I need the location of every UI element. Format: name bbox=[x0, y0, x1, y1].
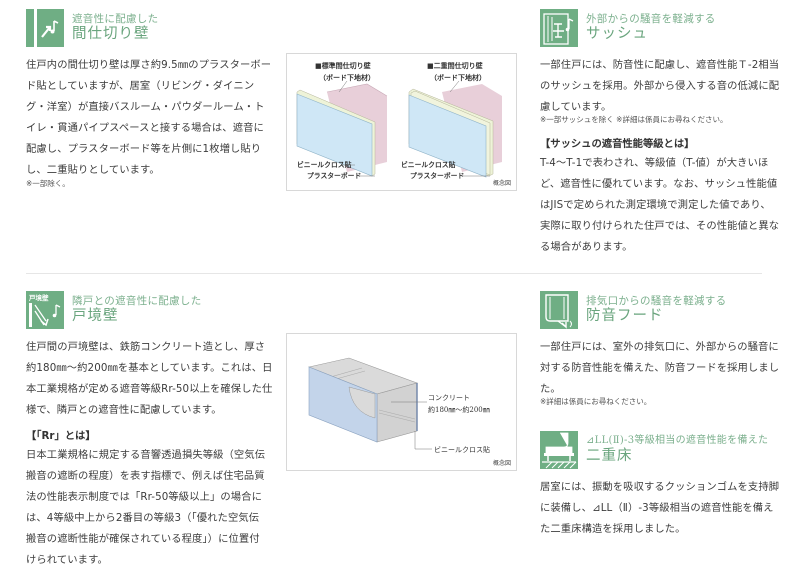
body-line: 搬音の遮断の程度）を表す指標で、例えば住宅品質 bbox=[26, 470, 265, 482]
body-line: イレ・貫通パイプスペースと接する場合は、遮音に bbox=[26, 122, 264, 134]
rr-heading: 【「Rr」とは】 bbox=[26, 430, 96, 442]
body-line: 搬音の遮断性能が確保されている程度」）に位置付 bbox=[26, 533, 260, 545]
section-subtitle: ⊿LL(Ⅱ)-3等級相当の遮音性能を備えた bbox=[586, 435, 769, 447]
section-title: 間仕切り壁 bbox=[72, 26, 150, 43]
section-subtitle: 遮音性に配慮した bbox=[72, 13, 159, 26]
section-header: 排気口からの騒音を軽減する 防音フード bbox=[540, 290, 790, 330]
vinyl-cloth-label: ビニールクロス貼 bbox=[434, 445, 490, 454]
body-line: 配慮し、プラスターボード等を片側に1枚増し貼り bbox=[26, 143, 262, 155]
body-line: のサッシュを採用。外部から侵入する音の低減に配 bbox=[540, 80, 780, 92]
boundary-wall-diagram: コンクリート 約180㎜～約200㎜ ビニールクロス貼 概念図 bbox=[286, 333, 517, 471]
body-line: た。 bbox=[540, 383, 561, 395]
body-line: た二重床構造を採用しました。 bbox=[540, 523, 686, 535]
body-line: 慮しています。 bbox=[540, 101, 612, 113]
section-subtitle: 外部からの騒音を軽減する bbox=[586, 13, 716, 26]
concept-label: 概念図 bbox=[493, 459, 511, 467]
exhaust-hood-icon bbox=[540, 291, 578, 329]
body-line: 法の性能表示制度では「Rr-50等級以上」の場合に bbox=[26, 491, 262, 503]
body-line: T-4～T-1で表わされ、等級値（T-値）が大きいほ bbox=[540, 157, 769, 169]
body-line: はJISで定められた測定環境で測定した値であり、 bbox=[540, 199, 771, 211]
right-label-1: ■二重間仕切り壁 bbox=[427, 61, 483, 70]
body-line: 一部住戸には、防音性に配慮し、遮音性能Ｔ-2相当 bbox=[540, 59, 780, 71]
body-line: 様で、隣戸との遮音性に配慮しています。 bbox=[26, 404, 222, 416]
section-note: ※一部サッシュを除く ※詳細は係員にお尋ねください。 bbox=[540, 115, 728, 124]
body-line: けられています。 bbox=[26, 554, 108, 566]
partition-wall-section: 遮音性に配慮した 間仕切り壁 住戸内の間仕切り壁は厚さ約9.5㎜のプラスターボー… bbox=[26, 8, 276, 189]
section-header: ⊿LL(Ⅱ)-3等級相当の遮音性能を備えた 二重床 bbox=[540, 430, 800, 470]
section-body: 住戸内の間仕切り壁は厚さ約9.5㎜のプラスターボー ド貼としていますが、居室（リ… bbox=[26, 55, 276, 181]
section-header: 外部からの騒音を軽減する サッシュ bbox=[540, 8, 790, 48]
body-line: 居室には、振動を吸収するクッションゴムを支持脚 bbox=[540, 481, 780, 493]
section-title: 戸境壁 bbox=[72, 308, 119, 325]
section-subtitle: 排気口からの騒音を軽減する bbox=[586, 295, 727, 308]
section-body: 住戸間の戸境壁は、鉄筋コンクリート造とし、厚さ 約180㎜～約200㎜を基本とし… bbox=[26, 337, 276, 421]
window-sound-icon bbox=[540, 9, 578, 47]
section-body: 一部住戸には、室外の排気口に、外部からの騒音に 対する防音性能を備えた、防音フー… bbox=[540, 337, 790, 400]
double-floor-icon bbox=[540, 431, 578, 469]
vinyl-cloth-label-left: ビニールクロス貼 bbox=[297, 160, 352, 169]
body-line: グ・洋室）が直接バスルーム・パウダールーム・ト bbox=[26, 101, 265, 113]
section-note: ※一部除く。 bbox=[26, 179, 70, 188]
body-line: 日本工業規格に規定する音響透過損失等級（空気伝 bbox=[26, 449, 266, 461]
svg-text:戸境壁: 戸境壁 bbox=[29, 293, 49, 302]
body-line: 実際に取り付けられた住戸では、その性能値と異な bbox=[540, 220, 780, 232]
body-line: し、二重貼りとしています。 bbox=[26, 164, 160, 176]
sash-grade-detail: T-4～T-1で表わされ、等級値（T-値）が大きいほ ど、遮音性に優れています。… bbox=[540, 153, 790, 258]
partition-wall-diagram: ■標準間仕切り壁 （ボード下地材） ■二重間仕切り壁 （ボード下地材） ビニール… bbox=[286, 53, 517, 191]
boundary-wall-icon: 戸境壁 bbox=[26, 291, 64, 329]
concrete-label: コンクリート bbox=[428, 394, 470, 402]
section-subtitle: 隣戸との遮音性に配慮した bbox=[72, 295, 202, 308]
body-line: る場合があります。 bbox=[540, 241, 633, 253]
section-body: 居室には、振動を吸収するクッションゴムを支持脚 に装備し、⊿LL（Ⅱ）-3等級相… bbox=[540, 477, 800, 540]
section-header: 戸境壁 隣戸との遮音性に配慮した 戸境壁 bbox=[26, 290, 276, 330]
plaster-board-label-right: プラスターボード bbox=[410, 171, 464, 180]
sound-note-wall-icon bbox=[26, 9, 64, 47]
section-divider bbox=[26, 273, 762, 274]
section-header: 遮音性に配慮した 間仕切り壁 bbox=[26, 8, 276, 48]
body-line: に装備し、⊿LL（Ⅱ）-3等級相当の遮音性能を備え bbox=[540, 502, 774, 514]
section-title: 防音フード bbox=[586, 308, 664, 325]
double-floor-section: ⊿LL(Ⅱ)-3等級相当の遮音性能を備えた 二重床 居室には、振動を吸収するクッ… bbox=[540, 430, 800, 540]
concept-label: 概念図 bbox=[493, 179, 511, 187]
body-line: 住戸内の間仕切り壁は厚さ約9.5㎜のプラスターボー bbox=[26, 59, 272, 71]
body-line: 一部住戸には、室外の排気口に、外部からの騒音に bbox=[540, 341, 779, 353]
sash-grade-heading: 【サッシュの遮音性能等級とは】 bbox=[540, 138, 695, 150]
left-label-1: ■標準間仕切り壁 bbox=[315, 61, 371, 70]
section-title: サッシュ bbox=[586, 26, 648, 43]
body-line: ド貼としていますが、居室（リビング・ダイニン bbox=[26, 80, 255, 92]
body-line: は、4等級中上から2番目の等級3（「優れた空気伝 bbox=[26, 512, 260, 524]
body-line: 約180㎜～約200㎜を基本としています。これは、日 bbox=[26, 362, 273, 374]
left-label-2: （ボード下地材） bbox=[319, 73, 375, 82]
rr-detail: 日本工業規格に規定する音響透過損失等級（空気伝 搬音の遮断の程度）を表す指標で、… bbox=[26, 445, 276, 569]
right-label-2: （ボード下地材） bbox=[430, 73, 486, 82]
body-line: 対する防音性能を備えた、防音フードを採用しまし bbox=[540, 362, 780, 374]
plaster-board-label-left: プラスターボード bbox=[307, 171, 361, 180]
vinyl-cloth-label-right: ビニールクロス貼 bbox=[401, 160, 456, 169]
sash-section: 外部からの騒音を軽減する サッシュ 一部住戸には、防音性に配慮し、遮音性能Ｔ-2… bbox=[540, 8, 790, 258]
body-line: 本工業規格が定める遮音等級Rr-50以上を確保した仕 bbox=[26, 383, 273, 395]
boundary-wall-section: 戸境壁 隣戸との遮音性に配慮した 戸境壁 住戸間の戸境壁は、鉄筋コンクリート造と… bbox=[26, 290, 276, 569]
section-note: ※詳細は係員にお尋ねください。 bbox=[540, 397, 652, 406]
section-title: 二重床 bbox=[586, 447, 633, 464]
body-line: 住戸間の戸境壁は、鉄筋コンクリート造とし、厚さ bbox=[26, 341, 266, 353]
section-body: 一部住戸には、防音性に配慮し、遮音性能Ｔ-2相当 のサッシュを採用。外部から侵入… bbox=[540, 55, 790, 118]
thickness-label: 約180㎜～約200㎜ bbox=[428, 405, 490, 414]
body-line: ど、遮音性に優れています。なお、サッシュ性能値 bbox=[540, 178, 778, 190]
hood-section: 排気口からの騒音を軽減する 防音フード 一部住戸には、室外の排気口に、外部からの… bbox=[540, 290, 790, 407]
